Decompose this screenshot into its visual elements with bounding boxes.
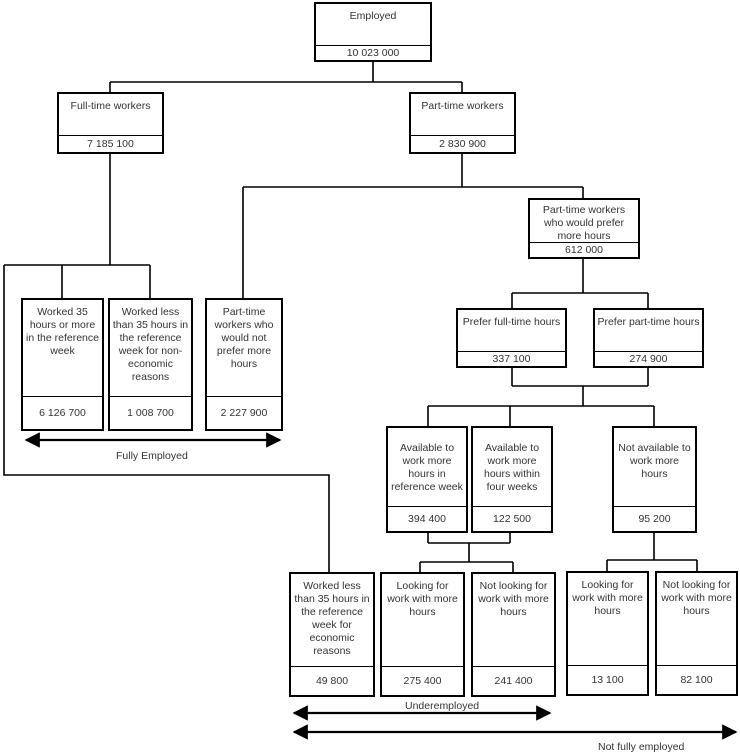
node-label: Part-time workers who would not prefer m… xyxy=(214,306,274,370)
node-label: Employed xyxy=(349,10,397,22)
node-value: 122 500 xyxy=(473,506,551,531)
node-value: 241 400 xyxy=(473,666,554,695)
not-fully-employed-caption: Not fully employed xyxy=(598,741,685,753)
node-prefer-full-time: Prefer full-time hours 337 100 xyxy=(456,308,567,368)
node-worked-less-economic: Worked less than 35 hours in the referen… xyxy=(289,572,375,697)
node-pt-not-prefer-more: Part-time workers who would not prefer m… xyxy=(205,298,283,431)
node-worked-less-non-economic: Worked less than 35 hours in the referen… xyxy=(108,298,193,431)
node-pt-prefer-more: Part-time workers who would prefer more … xyxy=(528,198,640,259)
node-looking-more-hours-2: Looking for work with more hours 13 100 xyxy=(566,571,649,696)
node-value: 2 830 900 xyxy=(411,135,514,152)
node-value: 82 100 xyxy=(657,665,736,694)
node-not-available: Not available to work more hours 95 200 xyxy=(612,426,697,533)
node-worked-35-or-more: Worked 35 hours or more in the reference… xyxy=(21,298,104,431)
node-label: Prefer full-time hours xyxy=(462,316,561,328)
node-label: Part-time workers xyxy=(421,100,504,112)
node-value: 1 008 700 xyxy=(110,396,191,429)
node-label: Worked less than 35 hours in the referen… xyxy=(112,306,189,383)
node-employed: Employed 10 023 000 xyxy=(314,2,432,62)
node-label: Worked 35 hours or more in the reference… xyxy=(26,306,99,357)
node-value: 10 023 000 xyxy=(316,45,430,60)
node-label: Worked less than 35 hours in the referen… xyxy=(294,580,370,657)
fully-employed-caption: Fully Employed xyxy=(116,450,188,462)
node-part-time: Part-time workers 2 830 900 xyxy=(409,92,516,154)
node-not-looking-more-hours-2: Not looking for work with more hours 82 … xyxy=(655,571,738,696)
node-available-four-weeks: Available to work more hours within four… xyxy=(471,426,553,533)
node-prefer-part-time: Prefer part-time hours 274 900 xyxy=(593,308,704,368)
node-value: 274 900 xyxy=(595,351,702,366)
node-full-time: Full-time workers 7 185 100 xyxy=(57,92,164,154)
node-label: Looking for work with more hours xyxy=(572,579,643,617)
node-label: Not looking for work with more hours xyxy=(661,579,732,617)
node-value: 394 400 xyxy=(388,506,466,531)
node-value: 612 000 xyxy=(530,242,638,257)
node-label: Looking for work with more hours xyxy=(387,580,458,618)
node-looking-more-hours: Looking for work with more hours 275 400 xyxy=(380,572,465,697)
node-value: 6 126 700 xyxy=(23,396,102,429)
node-label: Prefer part-time hours xyxy=(597,316,700,328)
node-not-looking-more-hours: Not looking for work with more hours 241… xyxy=(471,572,556,697)
node-available-reference-week: Available to work more hours in referenc… xyxy=(386,426,468,533)
node-value: 337 100 xyxy=(458,351,565,366)
node-label: Full-time workers xyxy=(70,100,151,112)
node-label: Available to work more hours within four… xyxy=(483,442,541,493)
node-label: Available to work more hours in referenc… xyxy=(391,442,463,493)
node-value: 95 200 xyxy=(614,506,695,531)
underemployed-caption: Underemployed xyxy=(405,700,480,712)
node-value: 2 227 900 xyxy=(207,396,281,429)
node-value: 275 400 xyxy=(382,666,463,695)
node-value: 7 185 100 xyxy=(59,135,162,152)
node-label: Not available to work more hours xyxy=(618,442,691,480)
node-value: 49 800 xyxy=(291,666,373,695)
node-label: Part-time workers who would prefer more … xyxy=(542,204,626,242)
node-label: Not looking for work with more hours xyxy=(478,580,549,618)
node-value: 13 100 xyxy=(568,665,647,694)
